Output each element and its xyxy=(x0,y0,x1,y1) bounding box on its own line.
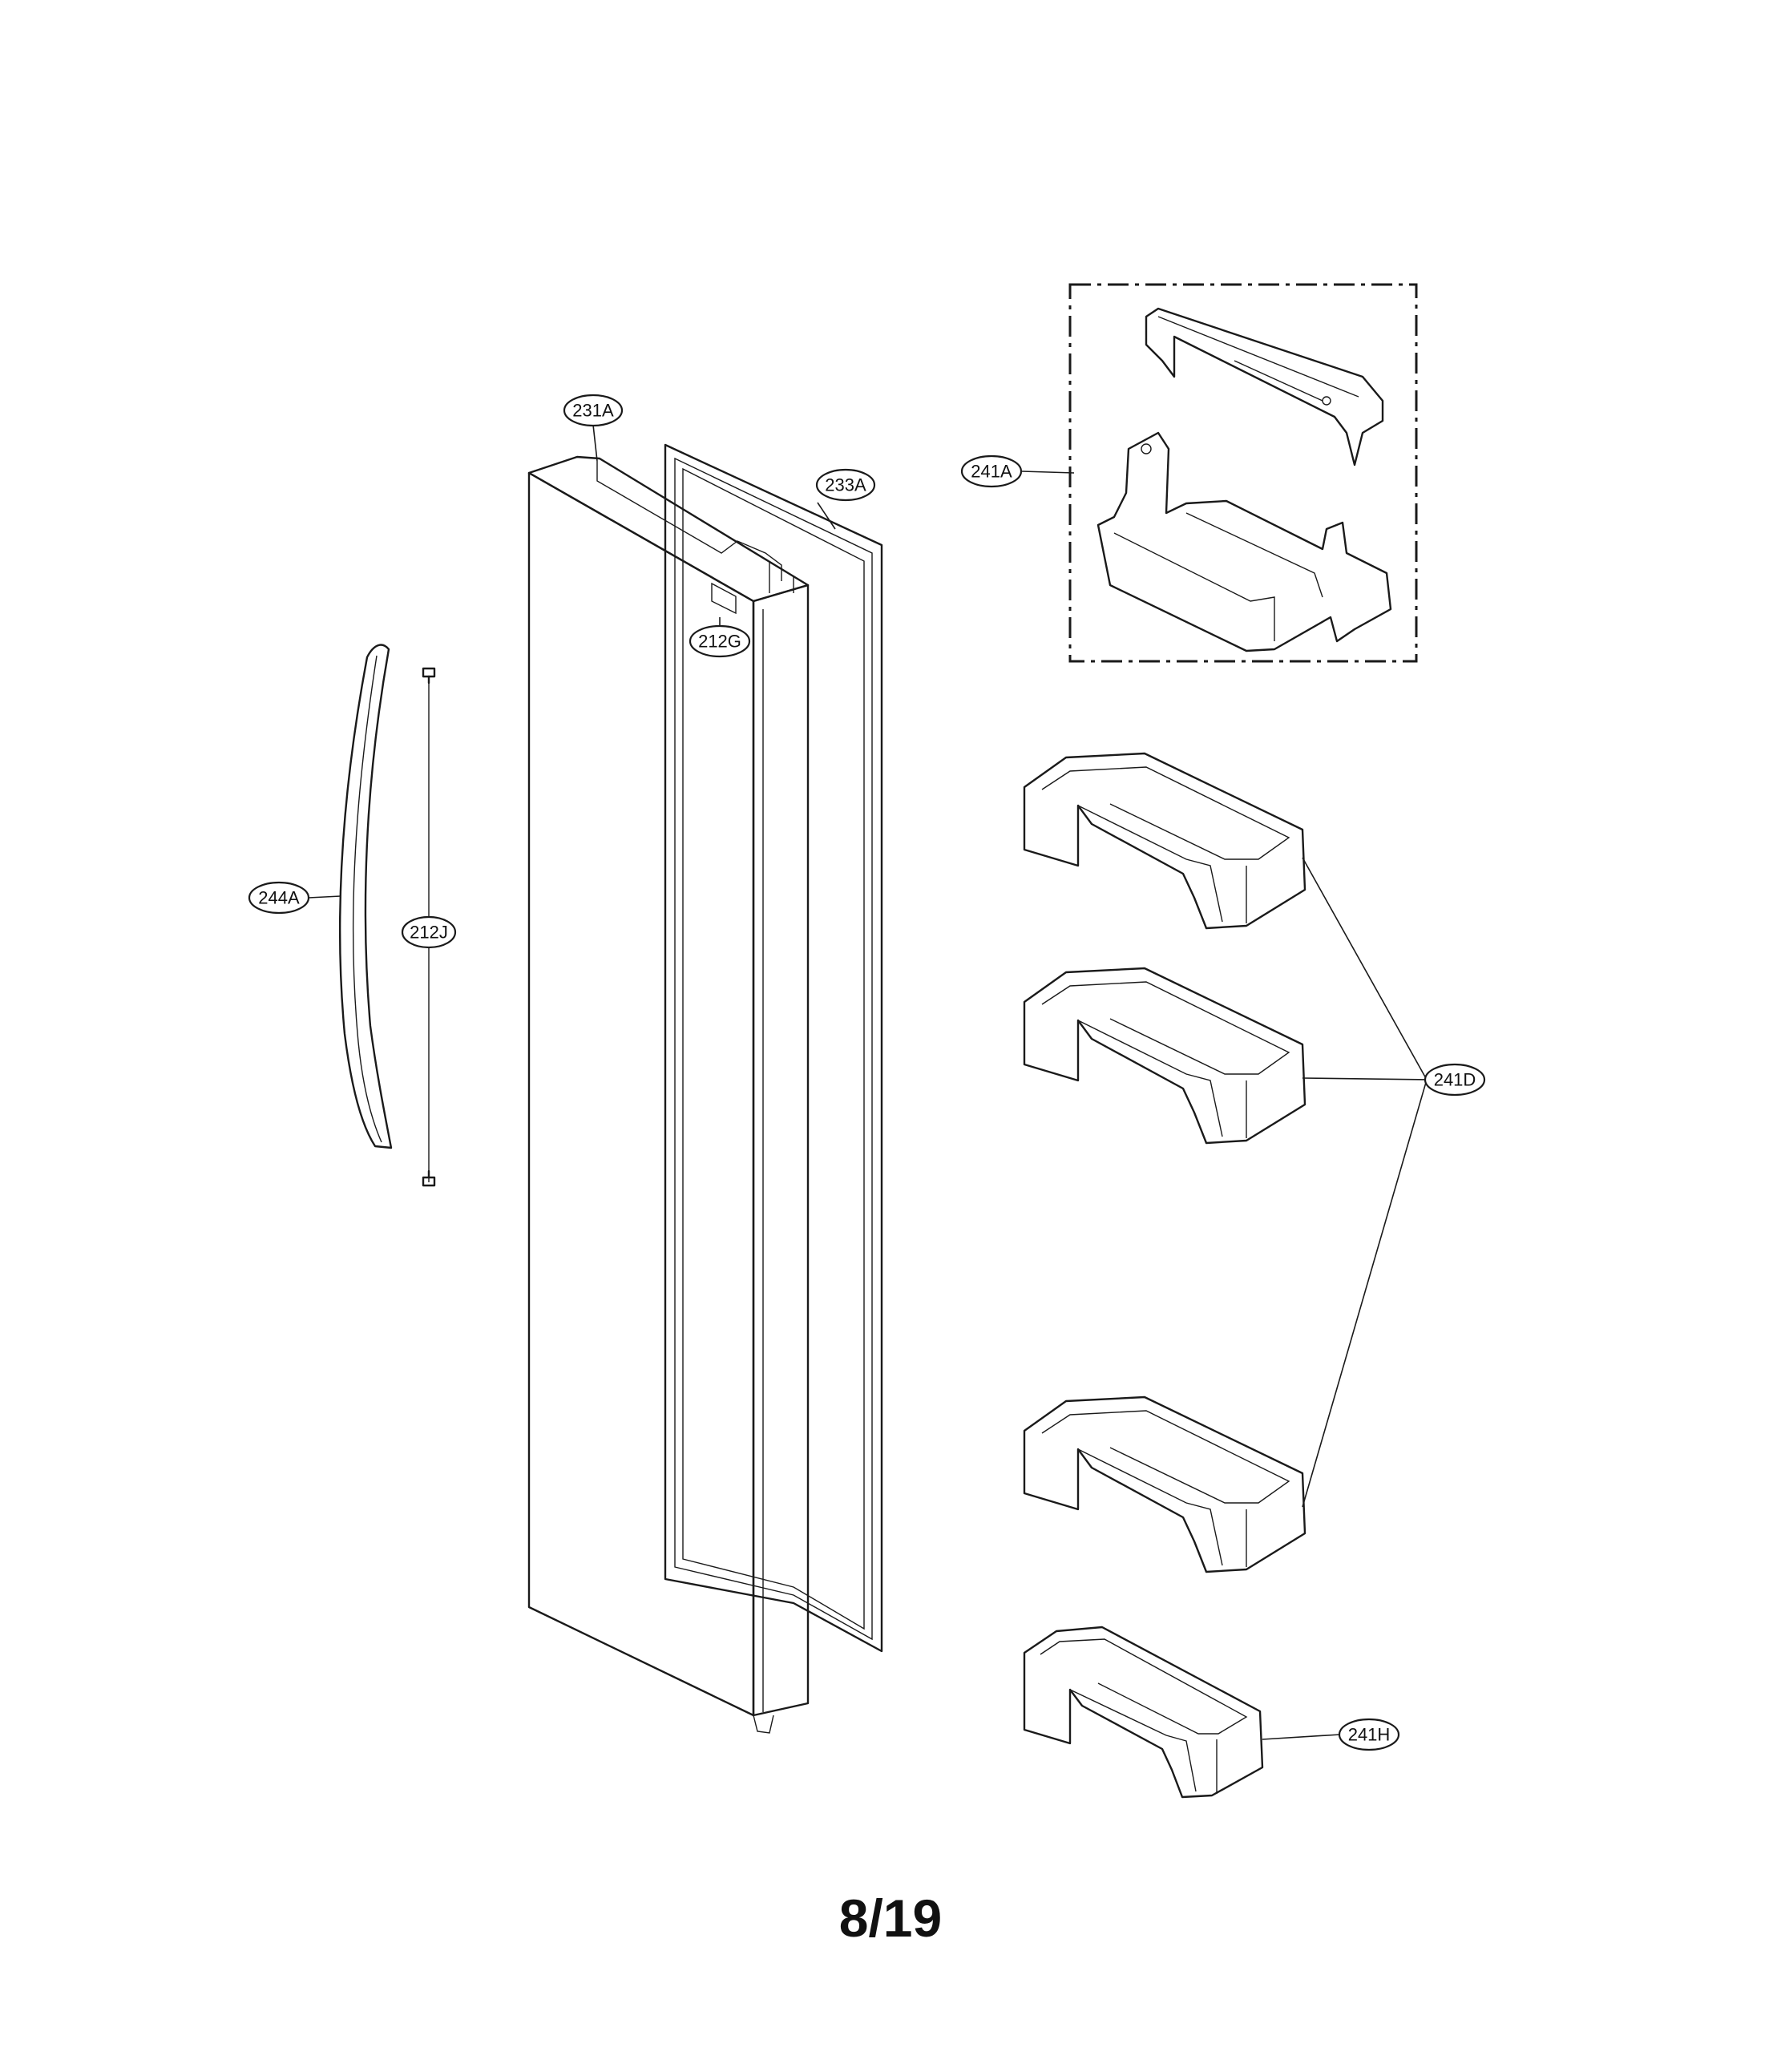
door-bin-1 xyxy=(1023,752,1306,930)
callout-label-241D: 241D xyxy=(1434,1070,1476,1090)
door-bin-3 xyxy=(1023,1395,1306,1573)
page-number: 8/19 xyxy=(838,1888,943,1948)
door-gasket xyxy=(664,443,883,1653)
callout-label-212J: 212J xyxy=(410,923,448,943)
callout-label-244A: 244A xyxy=(258,888,300,908)
callout-label-233A: 233A xyxy=(825,475,866,495)
callout-label-212G: 212G xyxy=(698,632,741,652)
bin-cover xyxy=(1145,307,1384,467)
door-bin-2 xyxy=(1023,967,1306,1145)
callout-label-241H: 241H xyxy=(1348,1725,1391,1745)
callout-241A: 241A xyxy=(960,454,1023,488)
refrigerator-door xyxy=(527,455,810,1734)
callout-241D: 241D xyxy=(1424,1063,1486,1097)
leader-lines xyxy=(308,424,1428,1740)
callout-233A: 233A xyxy=(815,468,876,502)
door-bin-small xyxy=(1023,1626,1264,1799)
door-handle xyxy=(338,644,393,1149)
bin-base xyxy=(1096,431,1392,652)
callout-label-231A: 231A xyxy=(572,401,614,421)
callout-label-241A: 241A xyxy=(971,462,1012,482)
callout-231A: 231A xyxy=(563,394,624,427)
screw-bottom xyxy=(422,1169,436,1187)
callout-241H: 241H xyxy=(1338,1718,1400,1751)
callout-244A: 244A xyxy=(248,881,310,915)
callout-212J: 212J xyxy=(401,915,457,949)
screw-top xyxy=(422,667,436,685)
bin-assembly-frame xyxy=(1068,283,1418,663)
callout-212G: 212G xyxy=(689,624,751,658)
